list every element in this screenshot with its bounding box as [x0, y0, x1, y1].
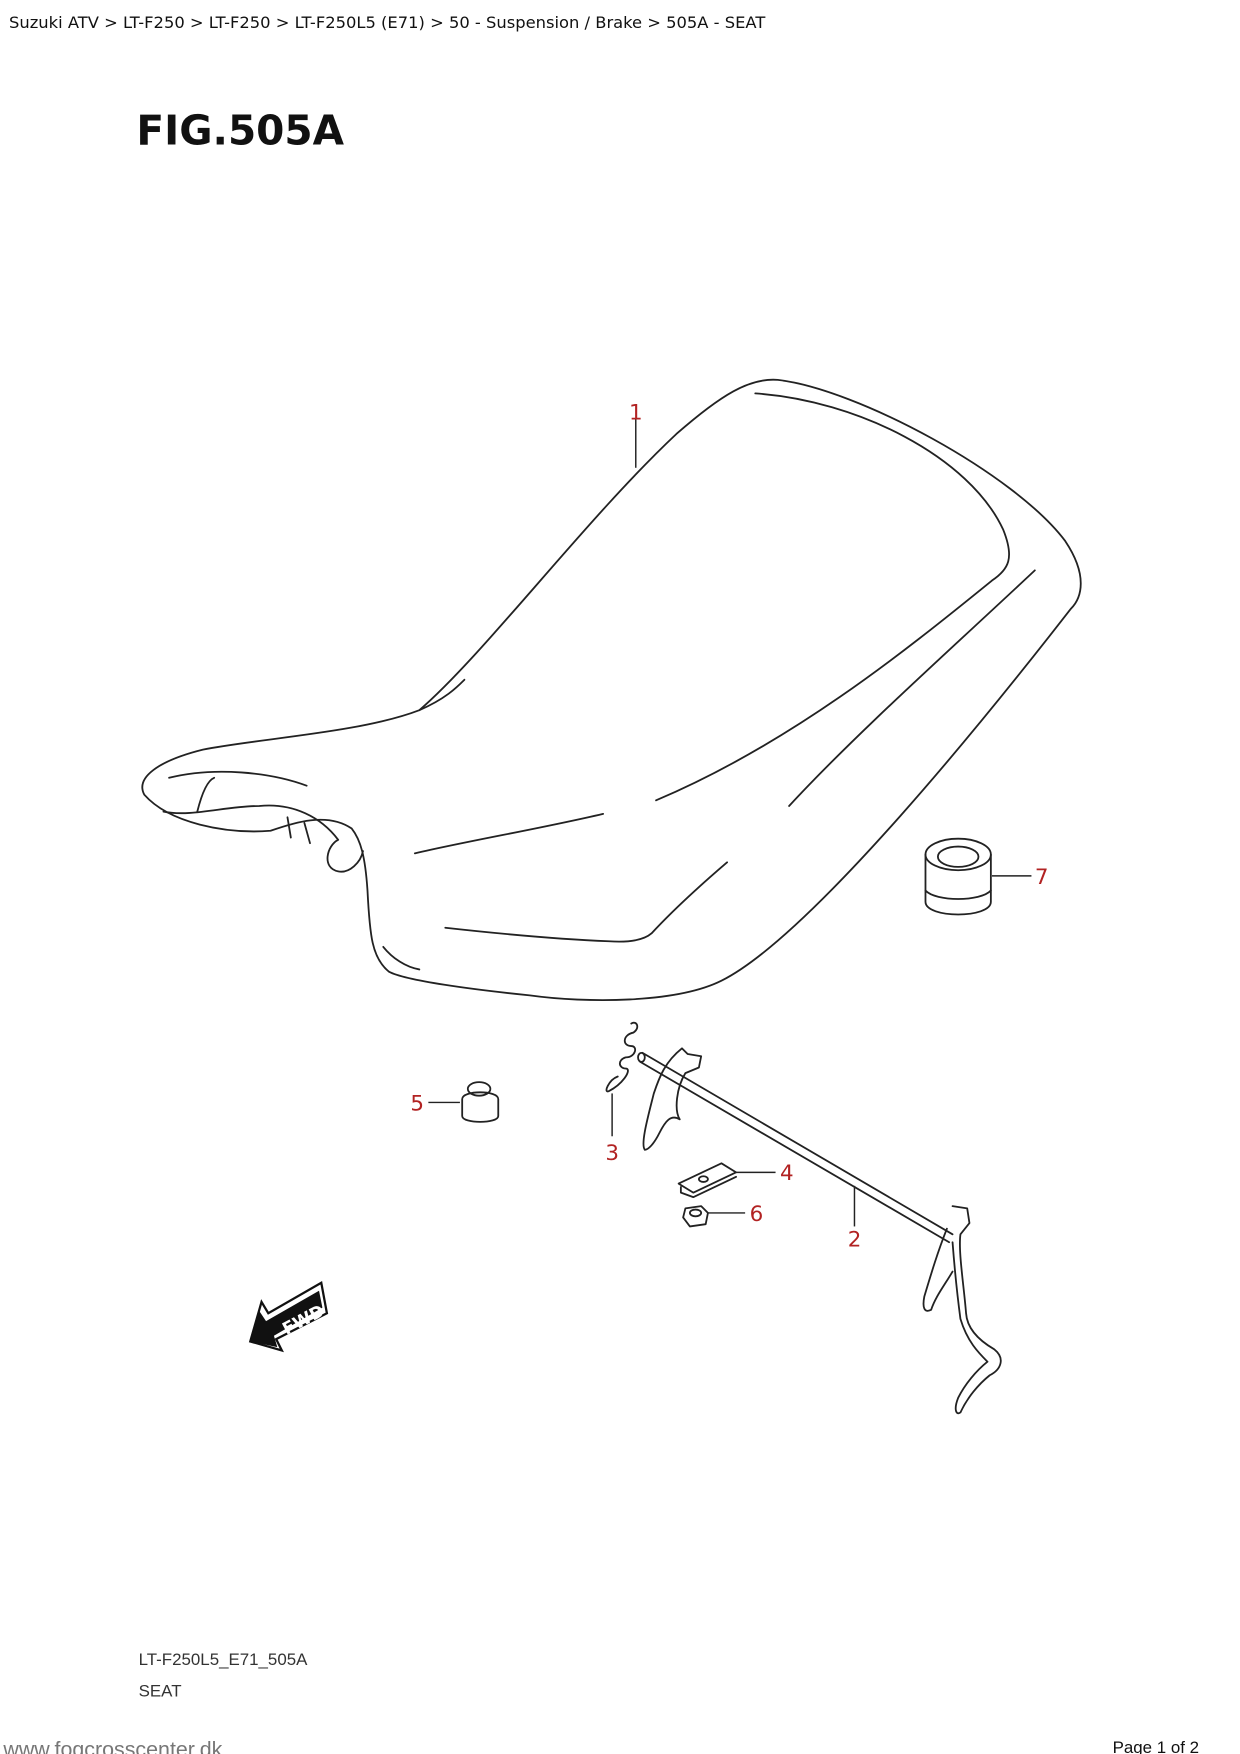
grommet-part-5[interactable]: [461, 1081, 500, 1123]
breadcrumb[interactable]: Suzuki ATV > LT-F250 > LT-F250 > LT-F250…: [9, 13, 766, 32]
callout-7[interactable]: 7: [1035, 865, 1049, 890]
callout-2[interactable]: 2: [848, 1228, 862, 1253]
callout-4[interactable]: 4: [780, 1161, 794, 1186]
callout-1[interactable]: 1: [629, 400, 643, 425]
callout-5[interactable]: 5: [410, 1091, 424, 1116]
callout-3[interactable]: 3: [605, 1141, 619, 1166]
forward-arrow-icon: FWD: [248, 1281, 329, 1353]
figure-title: FIG.505A: [136, 106, 344, 154]
cushion-part-7[interactable]: [924, 837, 992, 916]
page-indicator: Page 1 of 2: [1113, 1738, 1199, 1754]
seat-part-1[interactable]: [141, 378, 1082, 1002]
nut-part-6[interactable]: [682, 1205, 709, 1228]
seat-lock-rod-part-2[interactable]: [637, 1047, 1002, 1415]
footer-site-link[interactable]: www.fogcrosscenter.dk: [2, 1737, 222, 1754]
spring-part-3[interactable]: [605, 1021, 639, 1093]
drawing-name: SEAT: [139, 1682, 182, 1701]
callout-6[interactable]: 6: [750, 1202, 764, 1227]
plate-part-4[interactable]: [677, 1162, 738, 1199]
drawing-code: LT-F250L5_E71_505A: [139, 1650, 308, 1669]
